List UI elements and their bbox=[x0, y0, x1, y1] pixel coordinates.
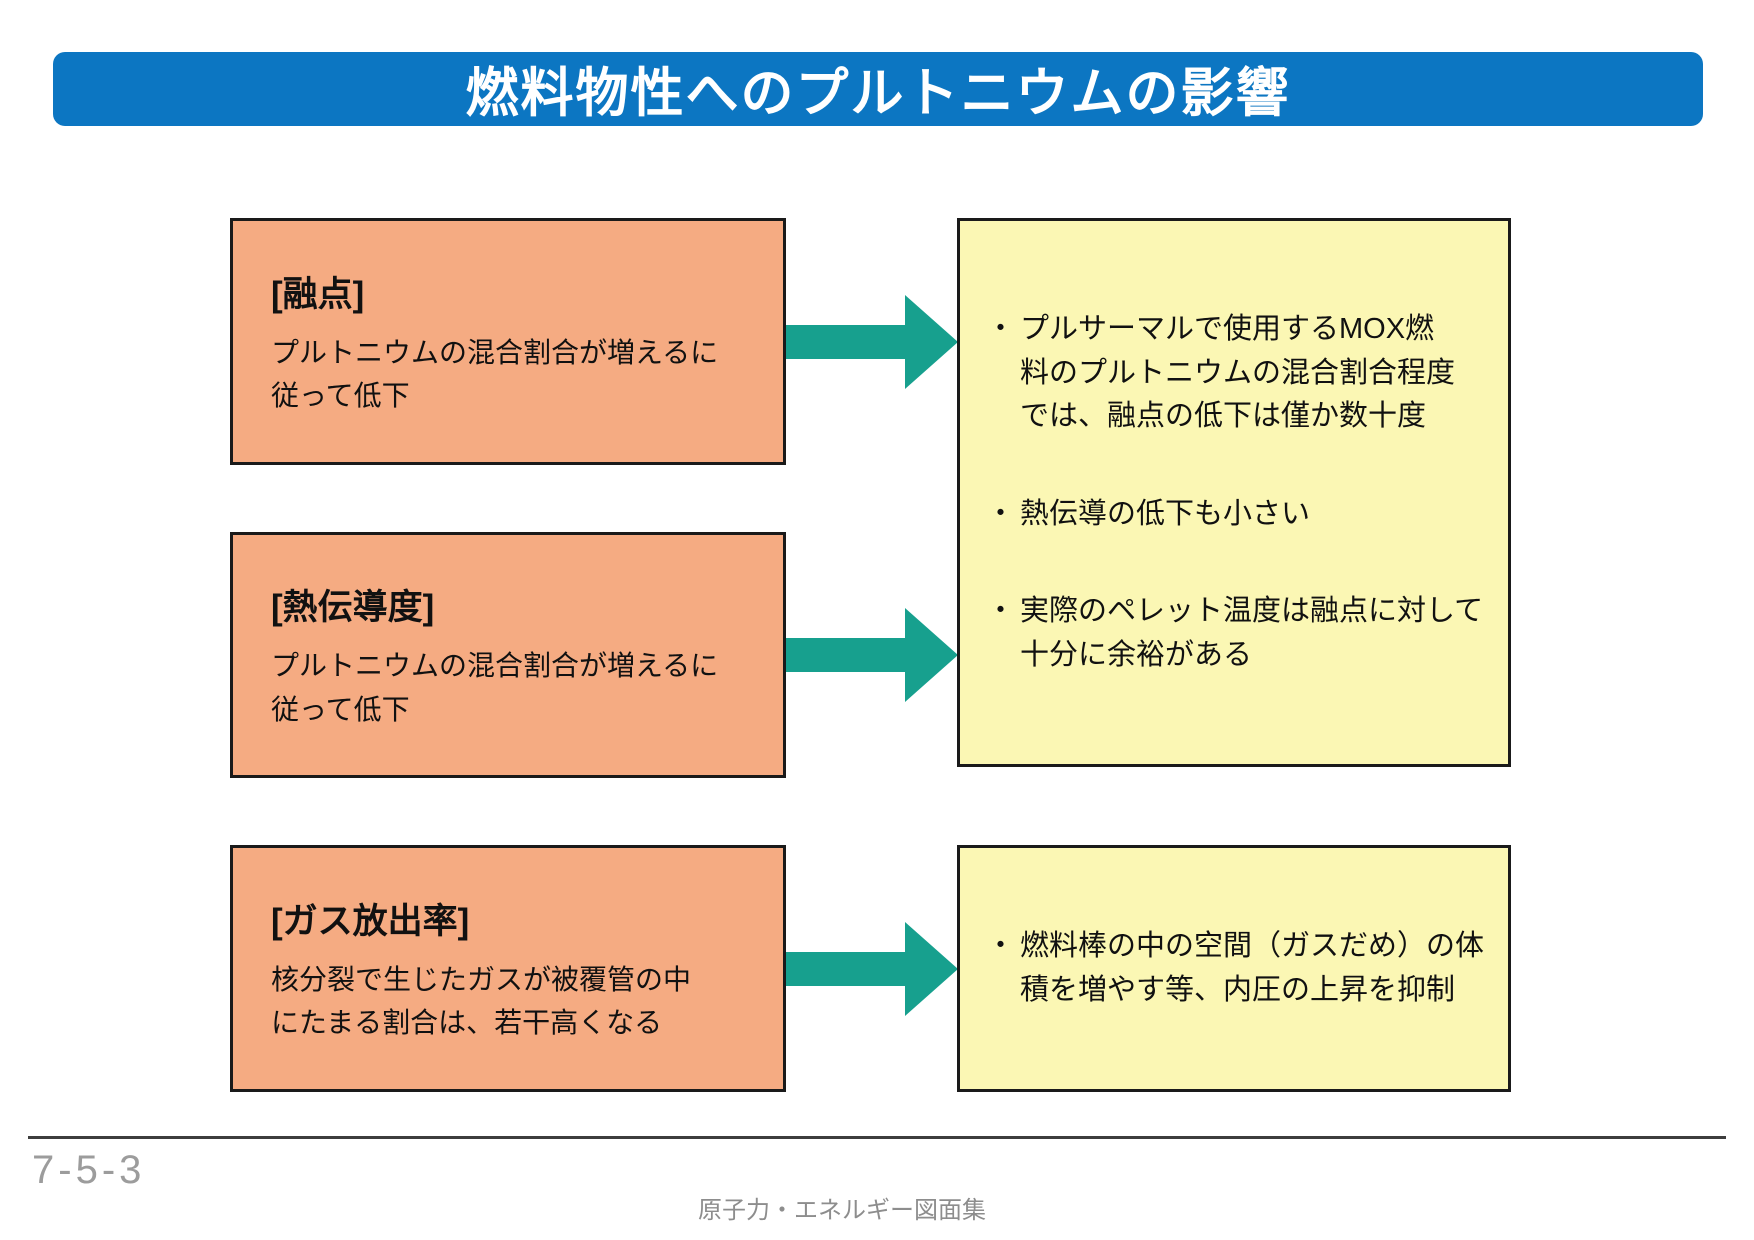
cause-box-melting-point: [融点] プルトニウムの混合割合が増えるに 従って低下 bbox=[230, 218, 786, 465]
cause-box-thermal-conductivity: [熱伝導度] プルトニウムの混合割合が増えるに 従って低下 bbox=[230, 532, 786, 778]
cause-box-gas-release-rate: [ガス放出率] 核分裂で生じたガスが被覆管の中 にたまる割合は、若干高くなる bbox=[230, 845, 786, 1092]
bullet-item: ・ プルサーマルで使用するMOX燃 料のプルトニウムの混合割合程度 では、融点の… bbox=[986, 308, 1482, 439]
cause-box-heading: [熱伝導度] bbox=[271, 588, 435, 628]
right-arrow-icon bbox=[786, 608, 958, 702]
source-caption: 原子力・エネルギー図面集 bbox=[698, 1197, 986, 1224]
bullet-text: 燃料棒の中の空間（ガスだめ）の体 積を増やす等、内圧の上昇を抑制 bbox=[1020, 930, 1485, 1006]
bullet-marker: ・ bbox=[986, 930, 1016, 962]
bullet-text: 実際のペレット温度は融点に対して 十分に余裕がある bbox=[1020, 595, 1484, 671]
page-number: 7-5-3 bbox=[32, 1148, 146, 1192]
result-box-gas-release: ・ 燃料棒の中の空間（ガスだめ）の体 積を増やす等、内圧の上昇を抑制 bbox=[957, 845, 1511, 1092]
right-arrow-icon bbox=[786, 295, 958, 389]
cause-box-text-line: 核分裂で生じたガスが被覆管の中 bbox=[271, 963, 692, 995]
cause-box-heading: [ガス放出率] bbox=[271, 901, 470, 941]
page-title: 燃料物性へのプルトニウムの影響 bbox=[465, 64, 1291, 123]
cause-box-text-line: プルトニウムの混合割合が増えるに bbox=[271, 336, 719, 368]
bullet-marker: ・ bbox=[986, 497, 1016, 530]
bullet-item: ・ 実際のペレット温度は融点に対して 十分に余裕がある bbox=[986, 590, 1484, 677]
cause-box-text-line: 従って低下 bbox=[271, 380, 410, 411]
bullet-marker: ・ bbox=[986, 313, 1016, 345]
cause-box-text-line: プルトニウムの混合割合が増えるに bbox=[271, 650, 719, 682]
right-arrow-icon bbox=[786, 922, 958, 1016]
bullet-text: プルサーマルで使用するMOX燃 料のプルトニウムの混合割合程度 では、融点の低下… bbox=[1020, 313, 1456, 432]
cause-box-heading: [融点] bbox=[271, 274, 365, 314]
bullet-item: ・ 熱伝導の低下も小さい bbox=[986, 493, 1482, 537]
bullet-text: 熱伝導の低下も小さい bbox=[1020, 497, 1311, 530]
cause-box-text-line: にたまる割合は、若干高くなる bbox=[271, 1007, 663, 1038]
bullet-item: ・ 燃料棒の中の空間（ガスだめ）の体 積を増やす等、内圧の上昇を抑制 bbox=[986, 925, 1485, 1012]
title-banner: 燃料物性へのプルトニウムの影響 bbox=[53, 52, 1703, 126]
footer-divider bbox=[28, 1136, 1726, 1139]
bullet-marker: ・ bbox=[986, 595, 1016, 627]
cause-box-text-line: 従って低下 bbox=[271, 693, 410, 725]
result-box-melting-conductivity: ・ プルサーマルで使用するMOX燃 料のプルトニウムの混合割合程度 では、融点の… bbox=[957, 218, 1511, 767]
